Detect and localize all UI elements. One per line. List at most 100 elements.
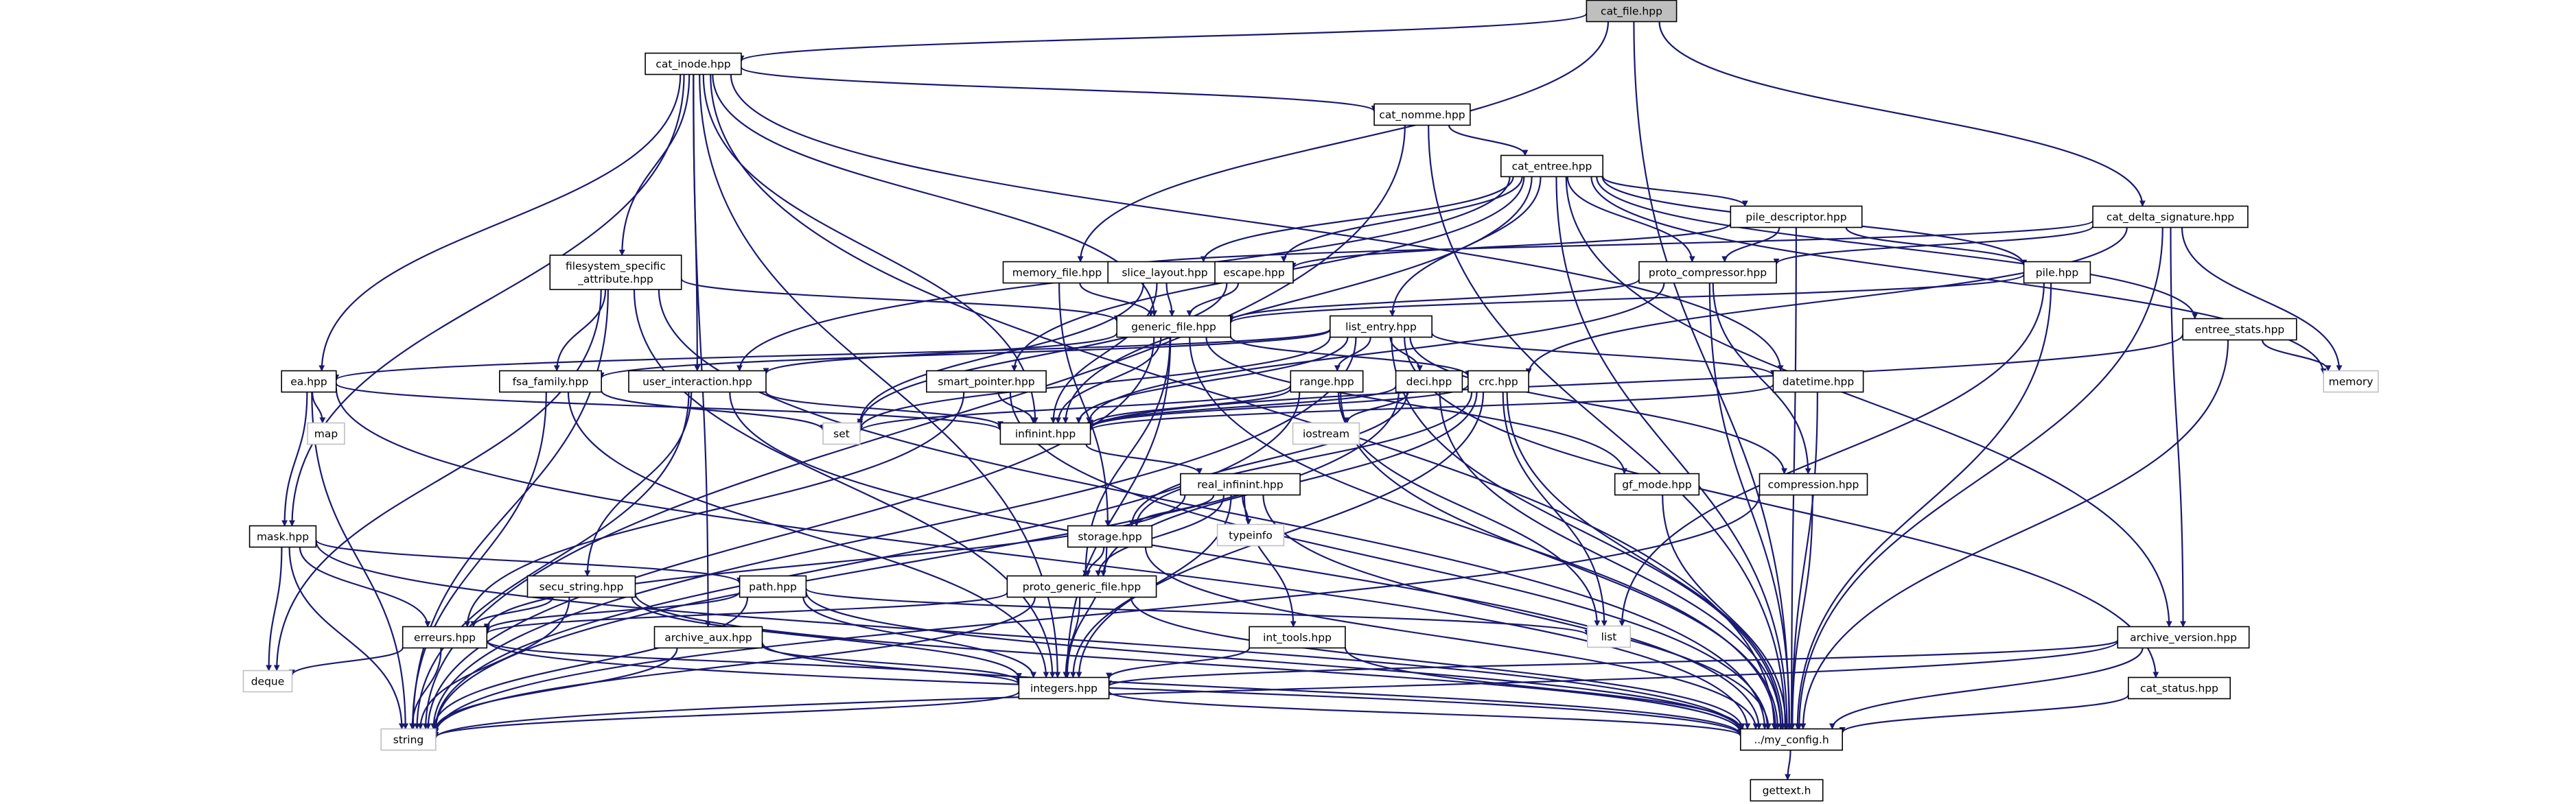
node-smart-pointer[interactable]: smart_pointer.hpp <box>926 370 1047 393</box>
edge-cat-delta-signature-to-proto-compressor <box>1773 225 2094 265</box>
edge-archive-version-to-my-config <box>1829 648 2144 730</box>
edge-cat-delta-signature-to-archive-version <box>2170 227 2187 628</box>
node-storage[interactable]: storage.hpp <box>1067 525 1153 548</box>
node-secu-string[interactable]: secu_string.hpp <box>526 575 636 598</box>
node-list-entry[interactable]: list_entry.hpp <box>1330 315 1433 338</box>
node-box <box>1067 525 1153 548</box>
node-label: slice_layout.hpp <box>1122 267 1207 280</box>
node-label: infinint.hpp <box>1015 428 1076 440</box>
node-user-interaction[interactable]: user_interaction.hpp <box>628 370 767 393</box>
node-label: cat_file.hpp <box>1601 5 1662 19</box>
edge-slice-layout-to-generic-file <box>1165 283 1175 317</box>
edge-archive-aux-to-string <box>432 648 678 731</box>
edge-crc-to-storage <box>1133 392 1473 527</box>
node-integers[interactable]: integers.hpp <box>1018 676 1110 700</box>
node-box <box>1116 315 1231 338</box>
edge-crc-to-my-config <box>1506 392 1786 730</box>
node-entree-stats[interactable]: entree_stats.hpp <box>2182 318 2297 341</box>
edge-pile-descriptor-to-escape <box>1290 223 1732 270</box>
node-memory-file[interactable]: memory_file.hpp <box>1002 261 1112 284</box>
edge-real-infinint-to-proto-generic-file <box>1095 495 1225 577</box>
edge-generic-file-to-gf-mode <box>1205 337 1628 475</box>
node-cat-entree[interactable]: cat_entree.hpp <box>1500 154 1604 178</box>
node-label: deci.hpp <box>1406 376 1452 388</box>
node-slice-layout[interactable]: slice_layout.hpp <box>1107 261 1222 284</box>
edge-compression-to-string <box>432 494 1761 735</box>
edge-smart-pointer-to-erreurs <box>464 392 965 628</box>
edge-cat-inode-to-integers <box>699 74 1061 678</box>
edge-cat-file-to-cat-inode <box>738 12 1588 62</box>
node-label: proto_generic_file.hpp <box>1023 581 1141 594</box>
edge-generic-file-to-string <box>425 337 1155 730</box>
node-proto-generic-file[interactable]: proto_generic_file.hpp <box>1006 575 1157 598</box>
node-fsa-family[interactable]: fsa_family.hpp <box>498 370 602 393</box>
node-string: string <box>380 728 437 751</box>
node-mask[interactable]: mask.hpp <box>248 525 317 548</box>
node-escape[interactable]: escape.hpp <box>1214 261 1294 284</box>
node-box <box>1759 473 1868 496</box>
node-box <box>1006 575 1157 598</box>
edge-entree-stats-to-my-config <box>1800 340 2229 730</box>
node-compression[interactable]: compression.hpp <box>1759 473 1868 496</box>
node-cat-nomme[interactable]: cat_nomme.hpp <box>1373 103 1471 126</box>
edge-cat-entree-to-escape <box>1280 176 1523 263</box>
edge-proto-generic-file-to-integers <box>1063 597 1081 678</box>
node-box <box>526 575 636 598</box>
node-int-tools[interactable]: int_tools.hpp <box>1249 626 1346 649</box>
node-datetime[interactable]: datetime.hpp <box>1772 370 1864 393</box>
edge-pile-to-list <box>1618 283 2045 627</box>
node-set: set <box>822 422 861 445</box>
node-deci[interactable]: deci.hpp <box>1395 370 1463 393</box>
node-label: range.hpp <box>1299 376 1354 388</box>
node-proto-compressor[interactable]: proto_compressor.hpp <box>1638 261 1777 284</box>
edge-integers-to-my-config <box>1108 690 1744 737</box>
node-typeinfo: typeinfo <box>1216 523 1285 547</box>
node-gettext[interactable]: gettext.h <box>1750 779 1824 802</box>
edge-cat-inode-to-cat-nomme <box>740 66 1378 113</box>
edge-secu-string-to-integers <box>631 597 1022 680</box>
edge-cat-nomme-to-my-config <box>1428 125 1789 730</box>
edge-infinint-to-real-infinint <box>1085 444 1203 475</box>
node-gf-mode[interactable]: gf_mode.hpp <box>1614 473 1700 496</box>
node-my-config[interactable]: ../my_config.h <box>1740 728 1844 751</box>
node-cat-inode[interactable]: cat_inode.hpp <box>645 52 742 75</box>
node-cat-delta-signature[interactable]: cat_delta_signature.hpp <box>2092 205 2249 228</box>
node-deque: deque <box>242 670 293 693</box>
node-real-infinint[interactable]: real_infinint.hpp <box>1180 473 1301 496</box>
edge-cat-nomme-to-cat-entree <box>1448 125 1529 156</box>
node-path[interactable]: path.hpp <box>739 575 807 598</box>
edge-user-interaction-to-secu-string <box>584 392 693 577</box>
node-crc[interactable]: crc.hpp <box>1467 370 1529 393</box>
edge-cat-inode-to-mask <box>288 74 685 527</box>
node-label: path.hpp <box>749 581 797 593</box>
edge-proto-compressor-to-compression <box>1712 283 1811 475</box>
edge-generic-file-to-integers <box>1064 337 1172 678</box>
node-box <box>739 575 807 598</box>
edge-cat-inode-to-ea <box>318 74 682 372</box>
edge-list-entry-to-ea <box>333 328 1331 381</box>
edge-escape-to-generic-file <box>1186 283 1240 317</box>
edge-mask-to-deque <box>266 547 283 672</box>
node-erreurs[interactable]: erreurs.hpp <box>402 626 488 649</box>
node-ea[interactable]: ea.hpp <box>281 370 337 393</box>
edge-cat-entree-to-pile-descriptor <box>1602 176 1748 207</box>
node-cat-status[interactable]: cat_status.hpp <box>2128 676 2231 700</box>
node-pile[interactable]: pile.hpp <box>2023 261 2091 284</box>
node-pile-descriptor[interactable]: pile_descriptor.hpp <box>1730 205 1863 228</box>
edge-slice-layout-to-set <box>857 283 1145 425</box>
node-box <box>822 422 861 445</box>
node-label: memory <box>2329 376 2374 388</box>
node-label: cat_entree.hpp <box>1512 161 1592 174</box>
node-archive-aux[interactable]: archive_aux.hpp <box>653 626 763 649</box>
edge-cat-delta-signature-to-memory-file <box>1108 220 2094 271</box>
node-box <box>1740 728 1844 751</box>
edge-path-to-integers <box>802 597 1037 678</box>
node-generic-file[interactable]: generic_file.hpp <box>1116 315 1231 338</box>
node-filesystem-specific[interactable]: filesystem_specific_attribute.hpp <box>549 255 682 290</box>
node-iostream: iostream <box>1292 422 1360 445</box>
node-infinint[interactable]: infinint.hpp <box>999 422 1091 445</box>
node-archive-version[interactable]: archive_version.hpp <box>2117 626 2250 649</box>
node-range[interactable]: range.hpp <box>1290 370 1364 393</box>
node-label: datetime.hpp <box>1783 376 1854 388</box>
edge-mask-to-path <box>315 539 743 584</box>
